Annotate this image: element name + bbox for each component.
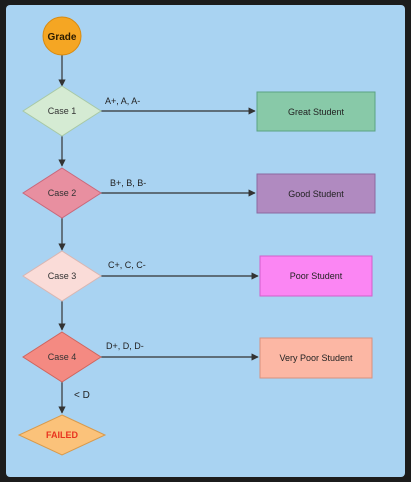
case-2-condition: B+, B, B- [110, 178, 146, 188]
case-4-condition: D+, D, D- [106, 341, 144, 351]
diagram-canvas [6, 5, 405, 477]
result-good-student[interactable] [256, 173, 376, 214]
result-very-poor-student-label: Very Poor Student [279, 353, 353, 363]
case-3-condition: C+, C, C- [108, 260, 146, 270]
failed-node-label: FAILED [46, 430, 79, 440]
fallback-condition: < D [74, 390, 90, 401]
result-good-student-label: Good Student [288, 189, 344, 199]
case-1-diamond[interactable] [22, 85, 102, 137]
failed-node[interactable] [17, 414, 107, 456]
result-great-student[interactable] [256, 91, 376, 132]
case-4-label: Case 4 [48, 352, 77, 362]
case-3-diamond[interactable] [22, 250, 102, 302]
result-great-student-label: Great Student [288, 107, 345, 117]
case-1-label: Case 1 [48, 106, 77, 116]
result-poor-student-label: Poor Student [290, 271, 343, 281]
case-3-label: Case 3 [48, 271, 77, 281]
result-poor-student[interactable] [259, 255, 373, 297]
case-1-condition: A+, A, A- [105, 96, 140, 106]
start-node-label: Grade [48, 32, 77, 43]
case-2-label: Case 2 [48, 188, 77, 198]
result-very-poor-student[interactable] [259, 337, 373, 379]
start-node[interactable] [42, 16, 82, 56]
case-4-diamond[interactable] [22, 331, 102, 383]
case-2-diamond[interactable] [22, 167, 102, 219]
